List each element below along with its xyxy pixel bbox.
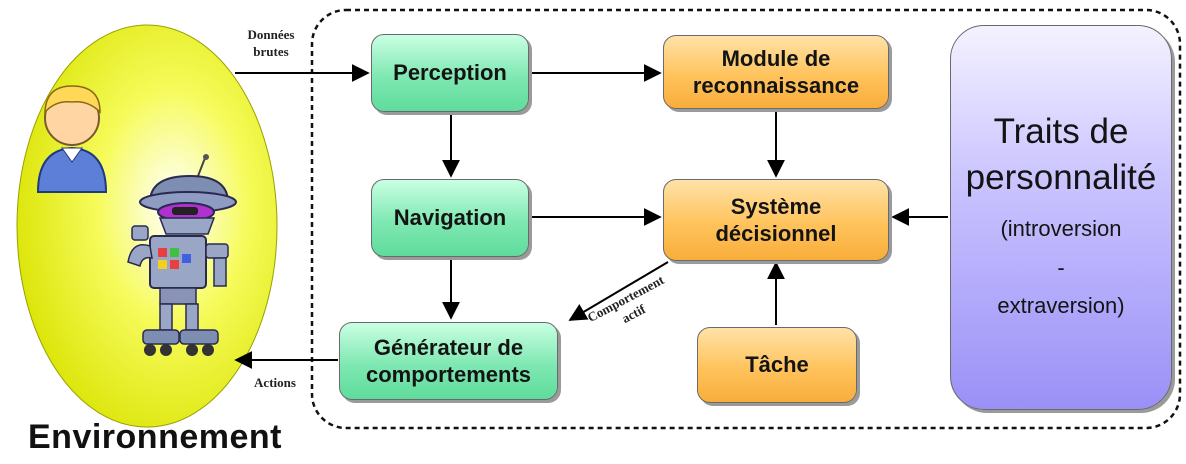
node-navigation-label: Navigation [393, 205, 507, 231]
label-actions: Actions [254, 375, 296, 390]
node-module-reconnaissance-label: Module de reconnaissance [692, 45, 860, 99]
user-icon [36, 85, 108, 193]
node-perception: Perception [371, 34, 529, 112]
node-navigation: Navigation [371, 179, 529, 257]
traits-title: Traits de personnalité [965, 112, 1157, 197]
node-generateur-label: Générateur de comportements [365, 334, 532, 388]
node-generateur-comportements: Générateur de comportements [339, 322, 558, 400]
environment-label: Environnement [28, 418, 282, 456]
node-perception-label: Perception [393, 60, 507, 86]
node-systeme-decisionnel: Système décisionnel [663, 179, 889, 261]
node-tache: Tâche [697, 327, 857, 403]
node-traits-personnalite: Traits de personnalité (introversion - e… [950, 25, 1172, 410]
system-boundary [310, 8, 1182, 430]
label-donnees-brutes: Données brutes [247, 27, 295, 59]
edge-systeme-to-generateur [568, 261, 669, 321]
traits-detail: (introversion - extraversion) [997, 216, 1125, 319]
robot-icon [127, 154, 237, 356]
node-module-reconnaissance: Module de reconnaissance [663, 35, 889, 109]
node-tache-label: Tâche [745, 352, 809, 378]
node-systeme-decisionnel-label: Système décisionnel [715, 193, 837, 247]
